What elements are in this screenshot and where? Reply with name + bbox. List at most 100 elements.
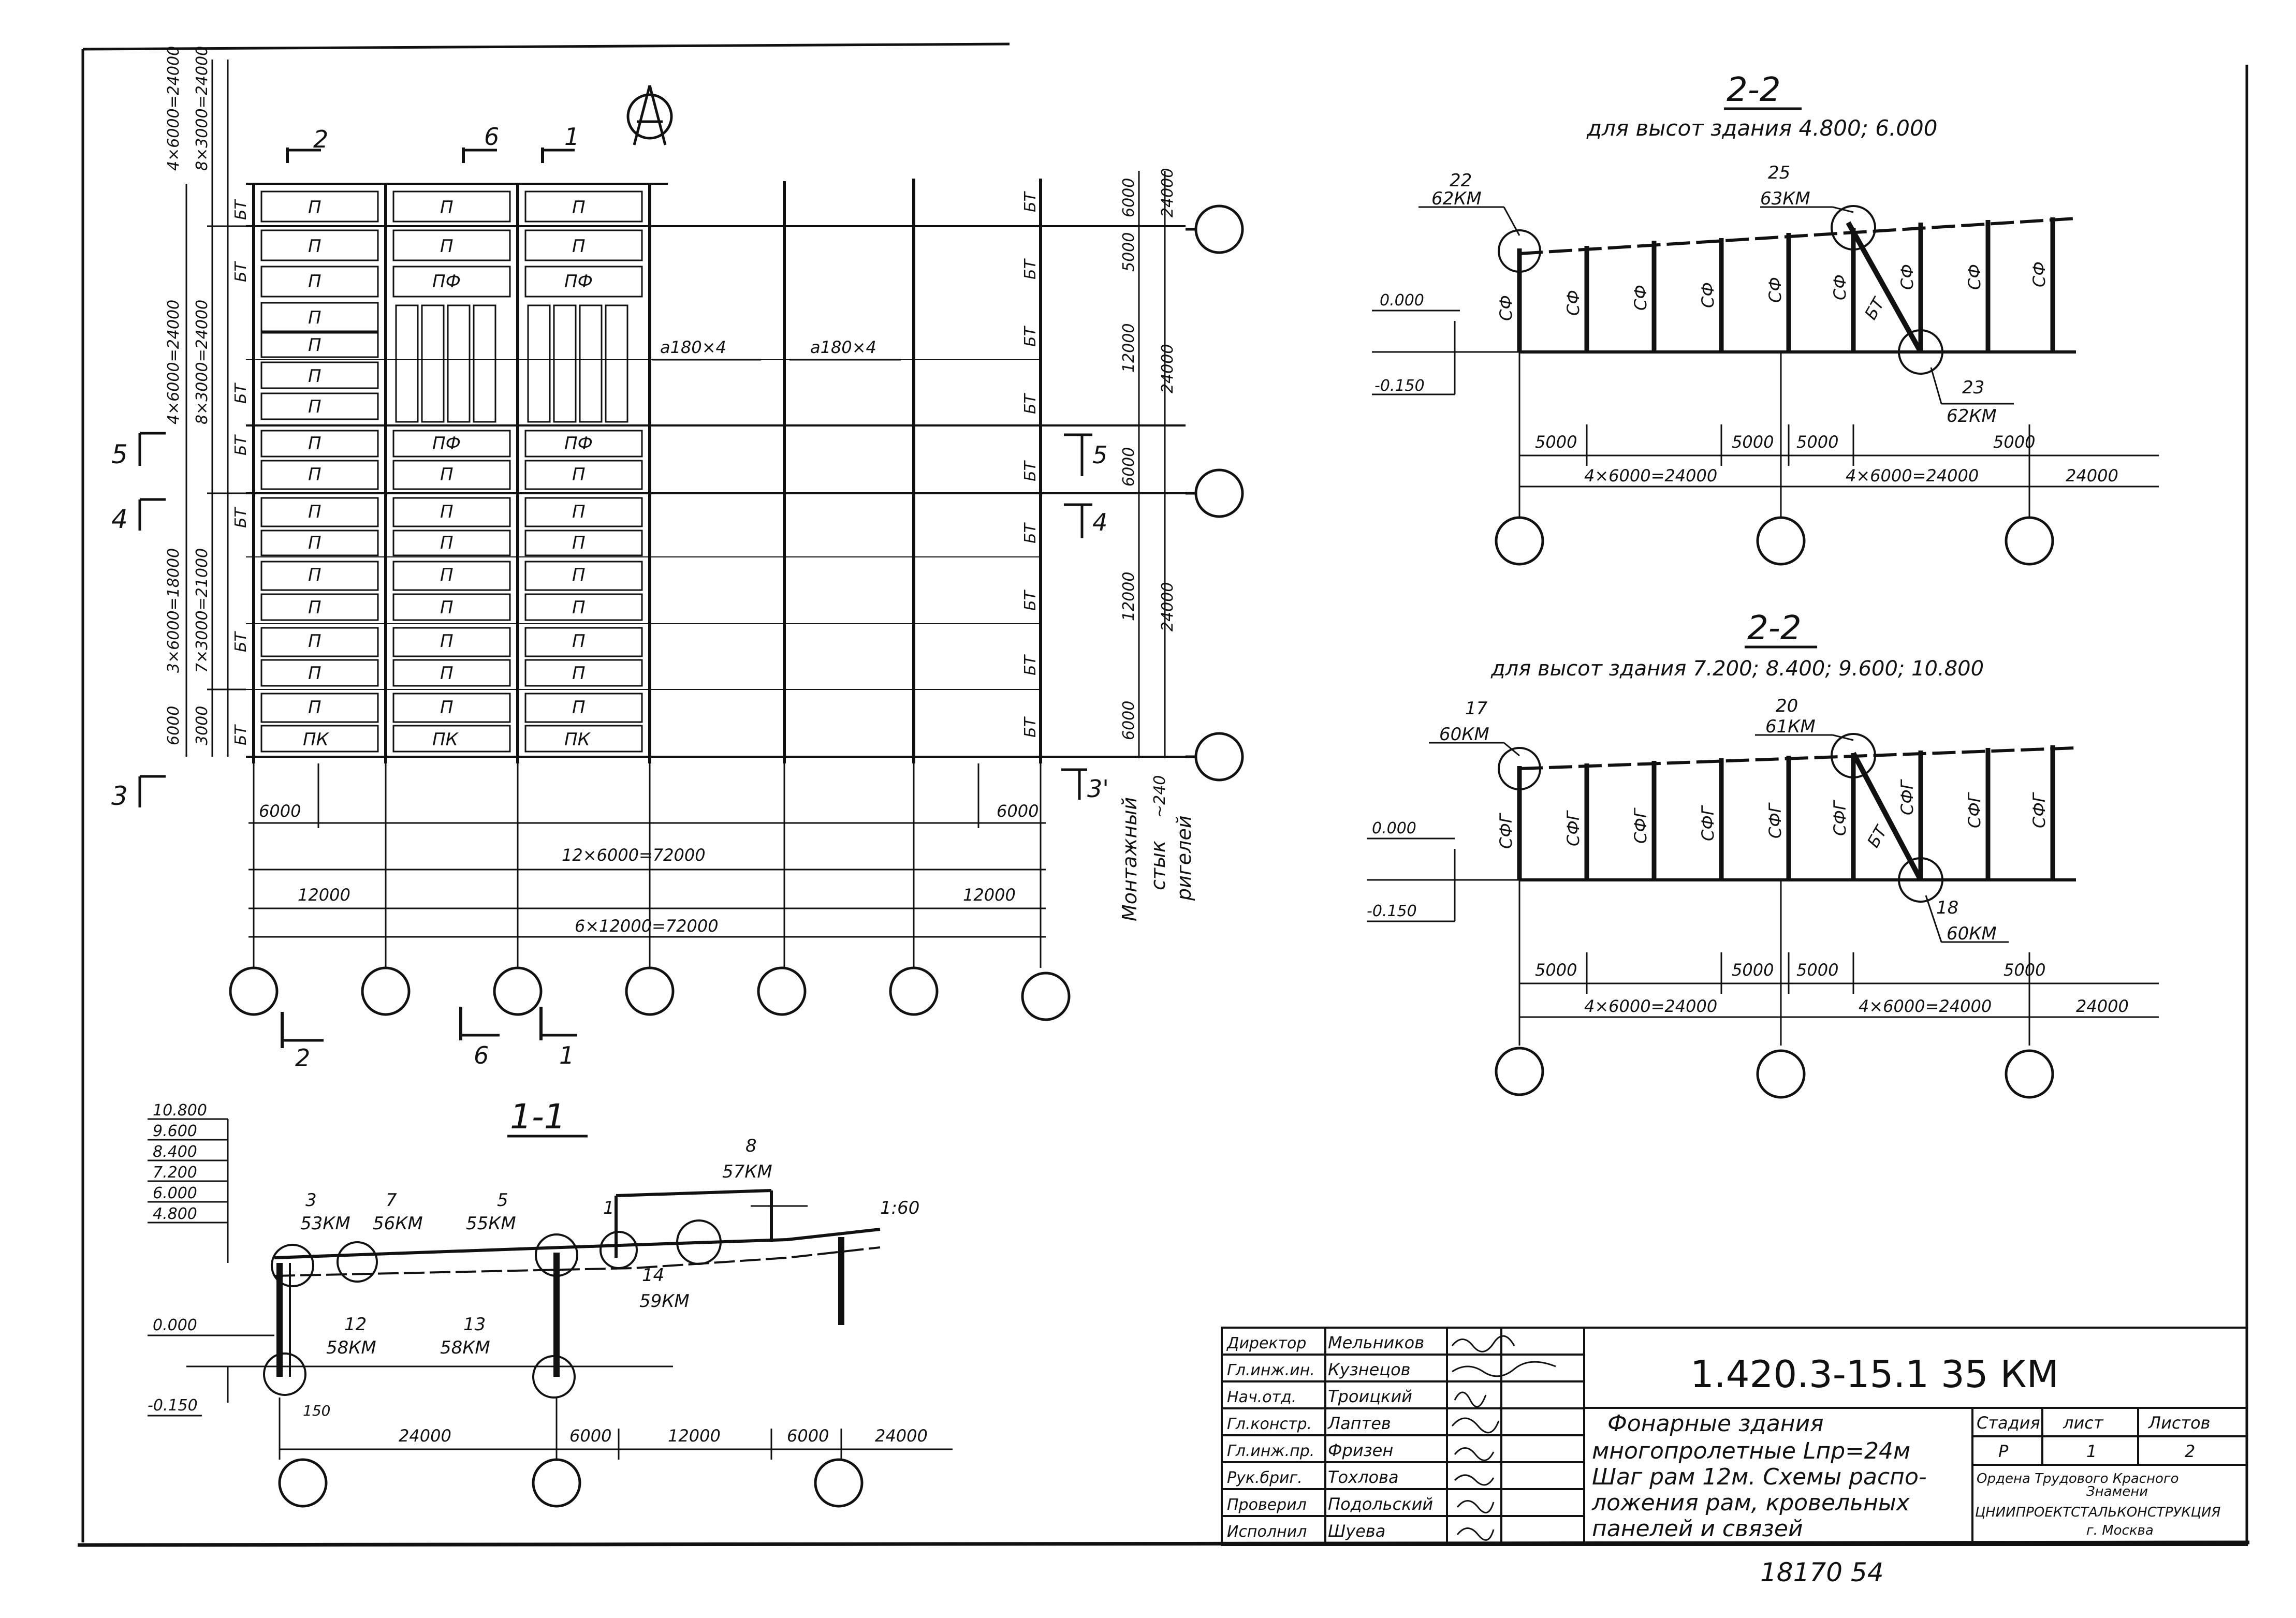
svg-text:8×3000=24000: 8×3000=24000 (193, 300, 211, 424)
svg-text:12000: 12000 (298, 885, 350, 905)
svg-text:5000: 5000 (1993, 432, 2035, 452)
svg-text:6000: 6000 (569, 1426, 611, 1446)
bot-level-lines (1367, 837, 1456, 922)
svg-text:П: П (440, 502, 454, 522)
svg-text:СФ: СФ (1496, 295, 1516, 321)
svg-text:СФ: СФ (1897, 264, 1917, 290)
svg-text:24000: 24000 (1159, 344, 1177, 393)
svg-text:СФ: СФ (1765, 277, 1785, 303)
svg-text:61КМ: 61КМ (1765, 716, 1816, 737)
svg-text:Кузнецов: Кузнецов (1328, 1360, 1411, 1379)
plan-left-dim-text: 4×6000=24000 8×3000=24000 4×6000=24000 8… (165, 46, 211, 745)
section-1-1-labels: 3 53КМ 7 56КМ 5 55КМ 8 57КМ 14 59КМ 12 5… (300, 1136, 919, 1419)
svg-text:150: 150 (303, 1402, 330, 1419)
svg-text:24000: 24000 (1159, 582, 1177, 631)
mounting-joint-label: Монтажный стык ригелей ~240 (1118, 775, 1195, 921)
section-marker-2-top: 2 (286, 125, 328, 163)
svg-text:БТ: БТ (232, 260, 250, 282)
svg-text:П: П (572, 663, 586, 684)
signatures (1451, 1335, 1556, 1541)
svg-text:ригелей: ригелей (1173, 815, 1195, 901)
svg-text:БТ: БТ (1863, 821, 1892, 851)
svg-text:12: 12 (344, 1314, 367, 1335)
document-code: 1.420.3-15.1 35 КМ (1690, 1352, 2059, 1396)
svg-text:ПФ: ПФ (432, 271, 461, 292)
svg-text:Подольский: Подольский (1328, 1494, 1433, 1514)
svg-text:П: П (308, 533, 321, 553)
svg-text:стык: стык (1147, 841, 1169, 890)
svg-text:2: 2 (2185, 1442, 2195, 1461)
svg-text:2: 2 (295, 1044, 310, 1072)
svg-text:55КМ: 55КМ (466, 1213, 516, 1234)
svg-text:6000: 6000 (997, 801, 1039, 821)
bot-node-labels: 17 60КМ 20 61КМ 18 60КМ (1439, 696, 1997, 944)
svg-text:П: П (440, 663, 454, 684)
svg-text:П: П (572, 464, 586, 485)
svg-text:6: 6 (474, 1041, 489, 1069)
north-arrow-icon (626, 85, 673, 145)
plan-view: 2 6 1 (111, 46, 1244, 1072)
svg-text:П: П (308, 597, 321, 618)
svg-text:П: П (308, 236, 321, 257)
svg-text:9.600: 9.600 (153, 1122, 197, 1140)
row-markers-right: 5 4 3' (1061, 433, 1109, 803)
svg-text:0.000: 0.000 (1380, 291, 1424, 310)
svg-text:1: 1 (564, 123, 579, 151)
svg-text:56КМ: 56КМ (373, 1213, 423, 1234)
svg-text:-0.150: -0.150 (148, 1396, 198, 1415)
top-level-lines (1372, 310, 1460, 395)
section-2-2-top-title: 2-2 (1727, 71, 1781, 109)
svg-text:СФ: СФ (1631, 285, 1650, 311)
svg-text:П: П (440, 236, 454, 257)
svg-text:1: 1 (603, 1198, 615, 1218)
svg-text:2: 2 (313, 125, 328, 153)
svg-text:24000: 24000 (2066, 466, 2118, 486)
level-lines (148, 1118, 274, 1417)
svg-text:г. Москва: г. Москва (2086, 1523, 2154, 1538)
svg-text:П: П (308, 502, 321, 522)
svg-text:Рук.бриг.: Рук.бриг. (1227, 1469, 1303, 1487)
plan-columns (252, 179, 1042, 763)
svg-text:Знамени: Знамени (2086, 1484, 2148, 1499)
svg-text:а180×4: а180×4 (660, 337, 726, 357)
svg-text:18: 18 (1936, 898, 1958, 918)
bot-dims (1518, 880, 2159, 1046)
svg-text:58КМ: 58КМ (440, 1337, 490, 1358)
bot-nodes (1498, 733, 1943, 903)
top-axis-bubbles (1495, 516, 2054, 566)
title-block: Директор Гл.инж.ин. Нач.отд. Гл.констр. … (1221, 1327, 2248, 1587)
svg-text:3': 3' (1087, 775, 1109, 803)
top-columns (1517, 217, 2055, 352)
svg-text:-0.150: -0.150 (1367, 902, 1417, 920)
svg-text:8.400: 8.400 (153, 1143, 197, 1161)
svg-text:24000: 24000 (1159, 168, 1177, 217)
bot-axis-bubbles (1495, 1047, 2054, 1099)
svg-text:Проверил: Проверил (1227, 1496, 1307, 1514)
svg-text:5000: 5000 (1120, 232, 1138, 272)
bot-levels: 0.000 -0.150 (1367, 819, 1417, 920)
plan-right-dimensions (1134, 171, 1186, 758)
svg-text:П: П (572, 236, 586, 257)
axis-bubbles-right (1186, 204, 1244, 782)
bot-columns (1517, 745, 2055, 880)
svg-text:3000: 3000 (193, 706, 211, 745)
svg-text:22: 22 (1450, 170, 1472, 191)
svg-text:3×6000=18000: 3×6000=18000 (165, 548, 183, 673)
svg-text:4×6000=24000: 4×6000=24000 (1859, 996, 1992, 1016)
section-1-1-truss (186, 1189, 881, 1377)
svg-text:СФ: СФ (1563, 290, 1583, 316)
top-nodes (1498, 205, 1943, 375)
section-marker-6-top: 6 (462, 123, 499, 163)
svg-text:Фонарные здания: Фонарные здания (1607, 1410, 1824, 1437)
svg-text:СФ: СФ (2029, 261, 2049, 287)
svg-text:БТ: БТ (1021, 716, 1040, 738)
svg-text:57КМ: 57КМ (722, 1161, 772, 1182)
svg-text:П: П (308, 631, 321, 652)
svg-text:П: П (440, 464, 454, 485)
svg-text:0.000: 0.000 (1372, 819, 1416, 837)
section-1-1-dim-text: 24000 6000 12000 6000 24000 (399, 1426, 928, 1446)
svg-text:62КМ: 62КМ (1947, 406, 1997, 426)
svg-text:ЦНИИПРОЕКТСТАЛЬКОНСТРУКЦИЯ: ЦНИИПРОЕКТСТАЛЬКОНСТРУКЦИЯ (1975, 1505, 2221, 1520)
roof-panels (260, 190, 643, 753)
